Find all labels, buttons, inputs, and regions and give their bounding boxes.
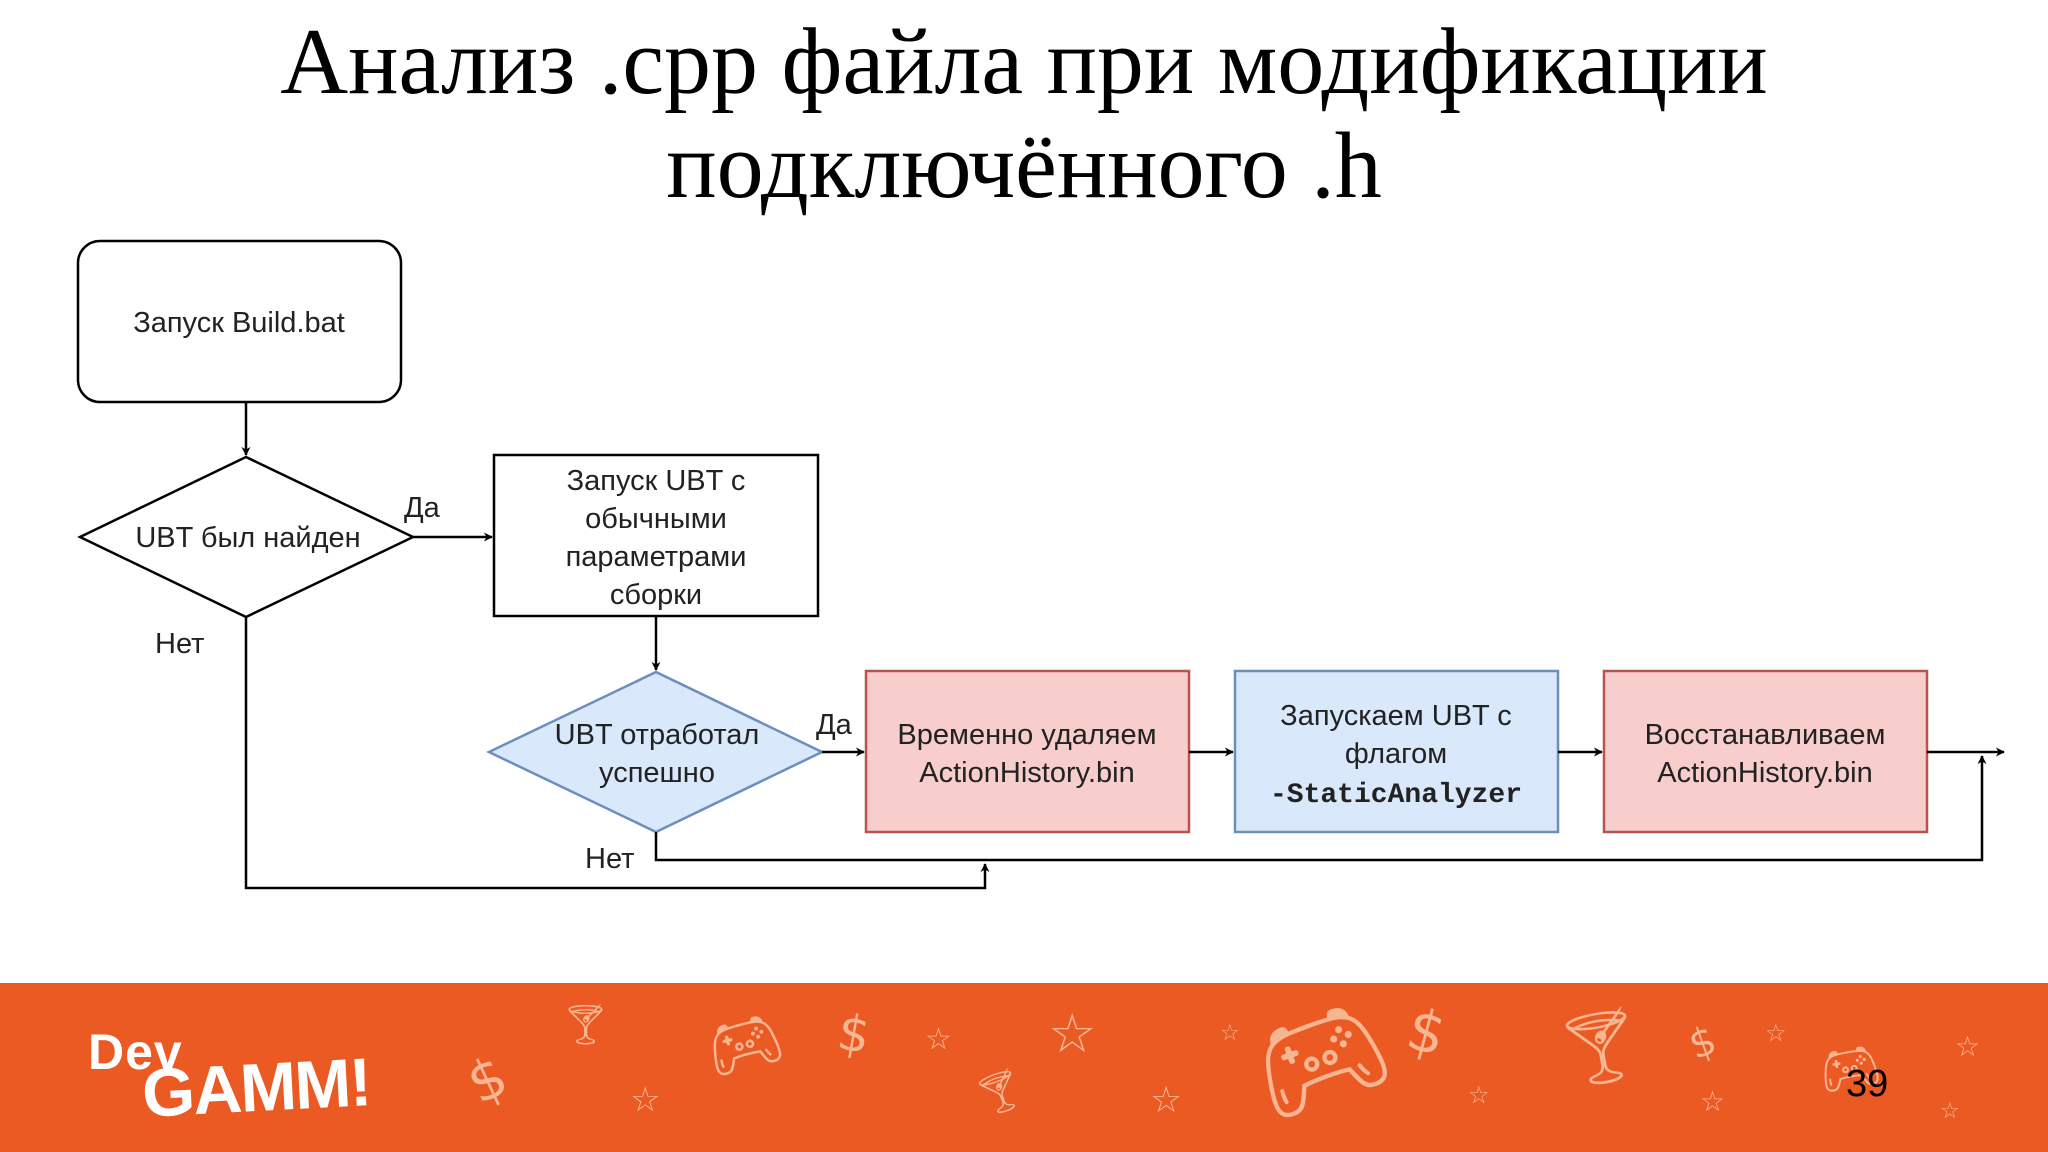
normal-build-line4: сборки [610, 579, 702, 611]
footer-bar: Dev GAMM! $ 🍸︎ ☆ 🎮︎ $ ☆ 🍸︎ ☆ ☆ ☆ 🎮︎ $ ☆ … [0, 983, 2048, 1152]
edge-label-no2: Нет [585, 843, 634, 875]
dollar-icon: $ [1401, 999, 1452, 1065]
star-icon: ☆ [1468, 1083, 1490, 1107]
page-number: 39 [1846, 1063, 1888, 1106]
decision-ubt-success-line2: успешно [599, 757, 715, 789]
cocktail-icon: 🍸︎ [560, 1005, 611, 1045]
star-icon: ☆ [1765, 1021, 1787, 1045]
start-node-label: Запуск Build.bat [133, 307, 345, 339]
normal-build-node: Запуск UBT с обычными параметрами сборки [494, 455, 818, 616]
edge-label-yes2: Да [816, 709, 853, 741]
cocktail-icon: 🍸︎ [1549, 1004, 1652, 1091]
edge-label-yes1: Да [404, 492, 441, 524]
normal-build-line2: обычными [585, 503, 727, 535]
star-icon: ☆ [1700, 1088, 1725, 1116]
star-icon: ☆ [1150, 1083, 1182, 1119]
normal-build-line3: параметрами [566, 541, 747, 573]
static-analyzer-line2: флагом [1345, 738, 1447, 770]
star-icon: ☆ [1955, 1033, 1980, 1061]
start-node: Запуск Build.bat [78, 241, 401, 402]
decision-ubt-found-label: UBT был найден [135, 522, 360, 554]
static-analyzer-node: Запускаем UBT с флагом -StaticAnalyzer [1235, 671, 1558, 832]
star-icon: ☆ [1940, 1101, 1960, 1123]
dollar-icon: $ [834, 1007, 874, 1062]
decision-ubt-success-line1: UBT отработал [555, 719, 760, 751]
remove-history-line2: ActionHistory.bin [919, 757, 1134, 789]
star-icon: ☆ [1048, 1007, 1096, 1061]
remove-history-node: Временно удаляем ActionHistory.bin [866, 671, 1189, 832]
static-analyzer-line1: Запускаем UBT с [1280, 700, 1512, 732]
restore-history-line1: Восстанавливаем [1645, 719, 1886, 751]
flowchart: Запуск Build.bat UBT был найден Запуск U… [0, 0, 2048, 983]
restore-history-line2: ActionHistory.bin [1657, 757, 1872, 789]
normal-build-line1: Запуск UBT с [567, 465, 746, 497]
gamepad-icon: 🎮︎ [698, 1004, 790, 1084]
gamepad-icon: 🎮︎ [1235, 983, 1404, 1134]
remove-history-line1: Временно удаляем [897, 719, 1156, 751]
edge-label-no1: Нет [155, 628, 204, 660]
cocktail-icon: 🍸︎ [970, 1066, 1031, 1121]
decision-ubt-found: UBT был найден [80, 457, 413, 617]
star-icon: ☆ [925, 1025, 952, 1055]
static-analyzer-line3: -StaticAnalyzer [1270, 780, 1522, 811]
dollar-icon: $ [460, 1048, 516, 1114]
dollar-icon: $ [1684, 1020, 1722, 1066]
logo-gamm: GAMM! [140, 1043, 372, 1133]
restore-history-node: Восстанавливаем ActionHistory.bin [1604, 671, 1927, 832]
decision-ubt-success: UBT отработал успешно [489, 672, 822, 832]
star-icon: ☆ [630, 1083, 660, 1117]
